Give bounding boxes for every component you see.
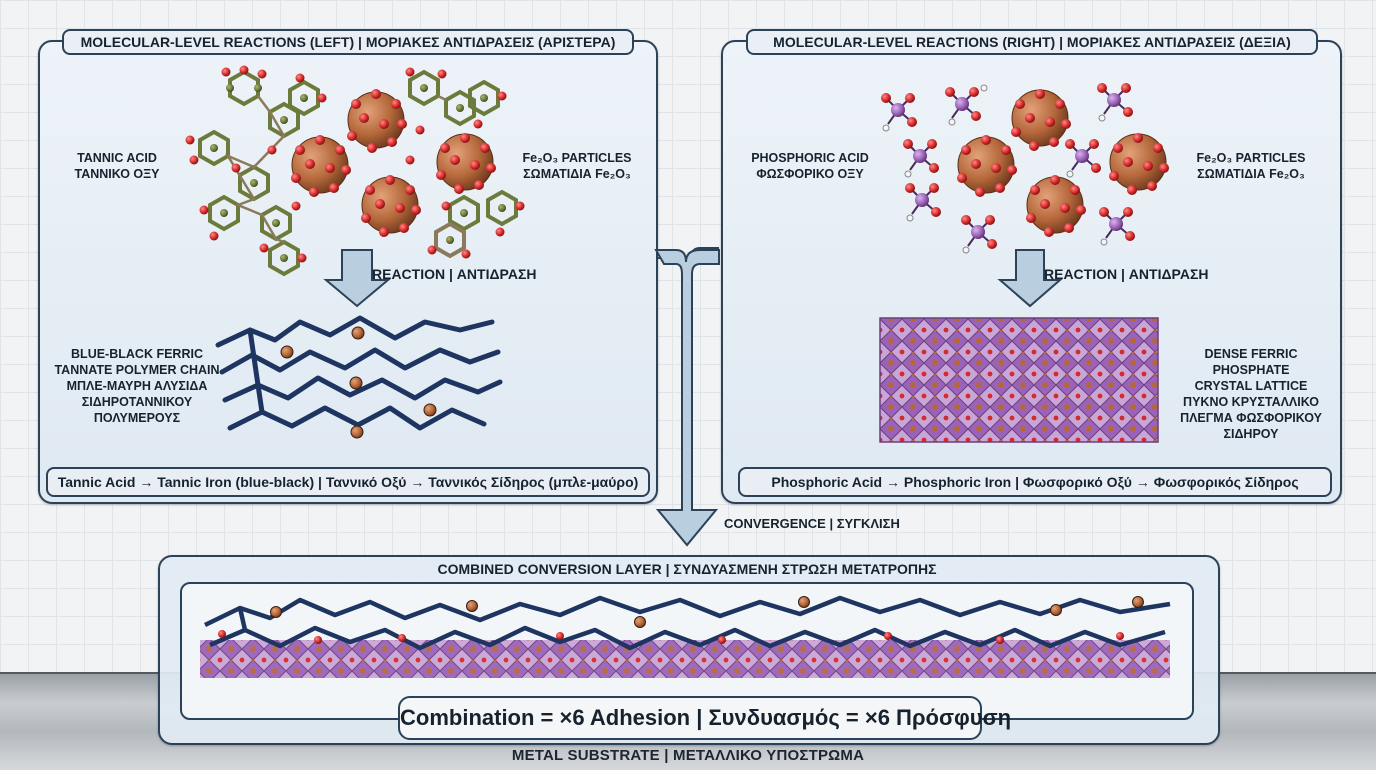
ferric-phosphate-lattice [879,317,1159,443]
left-caption: Tannic Acid → Tannic Iron (blue-black) |… [46,467,650,497]
right-caption: Phosphoric Acid → Phosphoric Iron | Φωσφ… [738,467,1332,497]
fe2o3-particle [957,135,1017,197]
tannin-oxygen-atoms [185,65,525,263]
ferric-phosphate-label: DENSE FERRIC PHOSPHATE CRYSTAL LATTICE Π… [1180,347,1322,441]
left-fe2o3-label: Fe₂O₃ PARTICLES ΣΩΜΑΤΙΔΙΑ Fe₂O₃ [522,151,632,181]
convergence-connector [654,247,720,547]
substrate-label: METAL SUBSTRATE | ΜΕΤΑΛΛΙΚΟ ΥΠΟΣΤΡΩΜΑ [511,747,865,764]
phosphoric-acid-molecules [881,83,1135,254]
convergence-label: CONVERGENCE | ΣΥΓΚΛΙΣΗ [724,516,900,531]
fe2o3-particle [291,135,351,197]
left-reaction-arrow [323,249,391,308]
combined-ferric-centers [270,596,1144,628]
fe2o3-particle [361,175,421,237]
fe2o3-particle [1011,89,1071,151]
right-fe2o3-particles [957,89,1169,237]
left-fe2o3-particles [291,89,496,237]
tannin-carbon-atoms [210,84,506,262]
combined-oxygen-atoms [218,630,1124,644]
fe2o3-particle [1109,133,1169,195]
ferric-tannate-label: BLUE-BLACK FERRIC TANNATE POLYMER CHAIN … [54,347,220,425]
combined-layer-title: COMBINED CONVERSION LAYER | ΣΥΝΔΥΑΣΜΕΝΗ … [437,561,937,577]
combination-adhesion-badge: Combination = ×6 Adhesion | Συνδυασμός =… [398,696,1011,740]
tannic-acid-label: TANNIC ACID ΤΑΝΝΙΚΟ ΟΞΥ [74,151,160,181]
combined-phosphate-base [200,640,1170,678]
ferric-centers [280,326,437,439]
right-panel-title: MOLECULAR-LEVEL REACTIONS (RIGHT) | ΜΟΡΙ… [746,29,1318,55]
left-panel-title: MOLECULAR-LEVEL REACTIONS (LEFT) | ΜΟΡΙΑ… [62,29,634,55]
right-reaction-arrow [997,249,1063,308]
fe2o3-particle [347,89,407,153]
fe2o3-particle [436,133,496,194]
combined-layer-art [200,595,1171,678]
convergence-arrow [654,249,720,547]
fe2o3-particle [1026,175,1086,237]
left-reaction-label: REACTION | ΑΝΤΙΔΡΑΣΗ [372,266,537,282]
right-reaction-label: REACTION | ΑΝΤΙΔΡΑΣΗ [1044,266,1209,282]
right-fe2o3-label: Fe₂O₃ PARTICLES ΣΩΜΑΤΙΔΙΑ Fe₂O₃ [1196,151,1306,181]
phosphoric-acid-label: PHOSPHORIC ACID ΦΩΣΦΟΡΙΚΟ ΟΞΥ [751,151,869,181]
ferric-tannate-polymer [215,315,503,431]
